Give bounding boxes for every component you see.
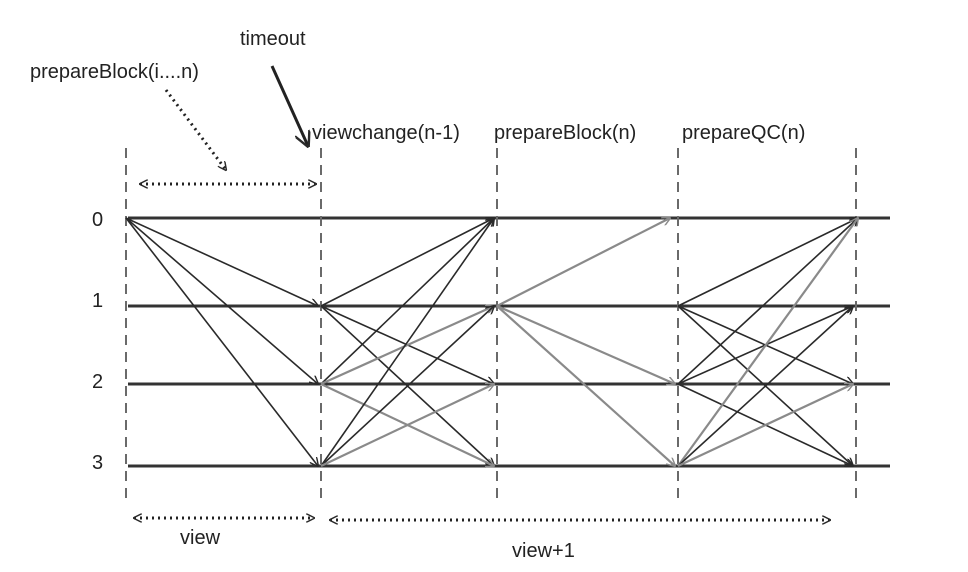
phase-boundaries	[125, 148, 857, 503]
message-arrow	[320, 218, 494, 307]
node-timelines	[128, 216, 890, 468]
message-arrow	[320, 384, 494, 467]
message-arrow	[125, 217, 318, 384]
message-arrow	[677, 384, 853, 467]
message-arrow	[496, 305, 675, 466]
node-label: 2	[92, 371, 103, 393]
phase-label-prepare-qc: prepareQC(n)	[682, 122, 805, 144]
prepare-block-dotted-arrow	[164, 89, 226, 170]
timeout-arrow	[270, 65, 308, 146]
timeout-label: timeout	[240, 28, 306, 50]
message-arrow	[320, 306, 494, 467]
node-label: 0	[92, 209, 103, 231]
message-arrow	[320, 218, 494, 385]
prepare-block-range-label: prepareBlock(i....n)	[30, 61, 199, 83]
message-arrows	[125, 217, 858, 467]
message-arrow	[677, 218, 858, 467]
phase-label-prepare-block: prepareBlock(n)	[494, 122, 636, 144]
message-arrow	[125, 217, 318, 306]
node-label: 1	[92, 290, 103, 312]
message-arrow	[320, 306, 494, 386]
view-label: view	[180, 527, 221, 549]
message-arrow	[677, 306, 853, 467]
message-arrow	[125, 217, 318, 466]
view-plus-one-label: view+1	[512, 540, 575, 562]
node-label: 3	[92, 452, 103, 474]
message-arrow	[496, 218, 670, 307]
message-arrow	[320, 218, 494, 467]
message-arrow	[677, 218, 858, 385]
message-arrow	[677, 218, 858, 307]
phase-label-viewchange: viewchange(n-1)	[312, 122, 460, 144]
message-arrow	[496, 304, 675, 384]
